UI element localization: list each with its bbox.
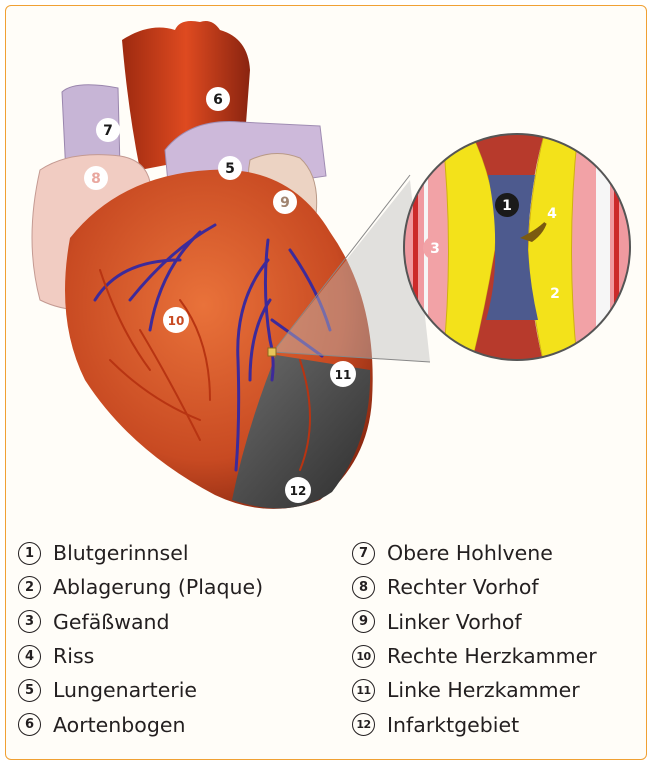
heart-infarct-illustration: 1 2 3 4 5 6 7 8 9 10 11 12 (0, 0, 653, 530)
legend-item: 5 Lungenarterie (18, 673, 263, 707)
svg-text:6: 6 (213, 92, 223, 108)
svg-text:1: 1 (502, 198, 512, 214)
svg-text:10: 10 (168, 314, 185, 328)
legend-number: 8 (352, 576, 375, 599)
legend-right: 7 Obere Hohlvene 8 Rechter Vorhof 9 Linker … (352, 536, 597, 742)
legend-label: Lungenarterie (53, 678, 197, 702)
legend-label: Linke Herzkammer (387, 678, 580, 702)
legend-item: 2 Ablagerung (Plaque) (18, 570, 263, 604)
legend-label: Gefäßwand (53, 610, 170, 634)
legend-item: 8 Rechter Vorhof (352, 570, 597, 604)
legend-number: 3 (18, 610, 41, 633)
svg-text:12: 12 (290, 484, 307, 498)
marker-9: 9 (273, 190, 297, 214)
legend-item: 6 Aortenbogen (18, 707, 263, 741)
legend-number: 4 (18, 645, 41, 668)
marker-2: 2 (543, 281, 567, 305)
marker-5: 5 (218, 156, 242, 180)
legend-item: 12 Infarktgebiet (352, 707, 597, 741)
marker-3: 3 (423, 236, 447, 260)
legend-item: 9 Linker Vorhof (352, 605, 597, 639)
svg-text:5: 5 (225, 161, 235, 177)
svg-text:11: 11 (335, 368, 352, 382)
legend-number: 12 (352, 713, 375, 736)
marker-12: 12 (285, 477, 311, 503)
legend-item: 10 Rechte Herzkammer (352, 639, 597, 673)
legend-label: Ablagerung (Plaque) (53, 575, 263, 599)
legend-label: Aortenbogen (53, 713, 185, 737)
legend-number: 5 (18, 679, 41, 702)
legend-item: 4 Riss (18, 639, 263, 673)
svg-text:7: 7 (103, 123, 113, 139)
marker-10: 10 (163, 307, 189, 333)
legend-item: 7 Obere Hohlvene (352, 536, 597, 570)
legend-label: Rechter Vorhof (387, 575, 539, 599)
marker-6: 6 (206, 87, 230, 111)
marker-1: 1 (495, 193, 519, 217)
legend-number: 10 (352, 645, 375, 668)
svg-text:9: 9 (280, 195, 290, 211)
svg-text:4: 4 (547, 206, 557, 222)
legend-number: 2 (18, 576, 41, 599)
marker-7: 7 (96, 118, 120, 142)
marker-8: 8 (84, 166, 108, 190)
legend-label: Infarktgebiet (387, 713, 519, 737)
legend-item: 11 Linke Herzkammer (352, 673, 597, 707)
legend-label: Rechte Herzkammer (387, 644, 597, 668)
legend-number: 9 (352, 610, 375, 633)
legend-label: Blutgerinnsel (53, 541, 189, 565)
legend-item: 3 Gefäßwand (18, 605, 263, 639)
legend-number: 1 (18, 542, 41, 565)
svg-text:2: 2 (550, 286, 560, 302)
legend-label: Riss (53, 644, 94, 668)
legend-item: 1 Blutgerinnsel (18, 536, 263, 570)
legend-label: Obere Hohlvene (387, 541, 553, 565)
legend-number: 7 (352, 542, 375, 565)
marker-11: 11 (330, 361, 356, 387)
legend-number: 6 (18, 713, 41, 736)
legend-left: 1 Blutgerinnsel 2 Ablagerung (Plaque) 3 Gef… (18, 536, 263, 742)
marker-4: 4 (540, 201, 564, 225)
svg-text:3: 3 (430, 241, 440, 257)
legend-label: Linker Vorhof (387, 610, 522, 634)
legend-number: 11 (352, 679, 375, 702)
svg-text:8: 8 (91, 171, 101, 187)
